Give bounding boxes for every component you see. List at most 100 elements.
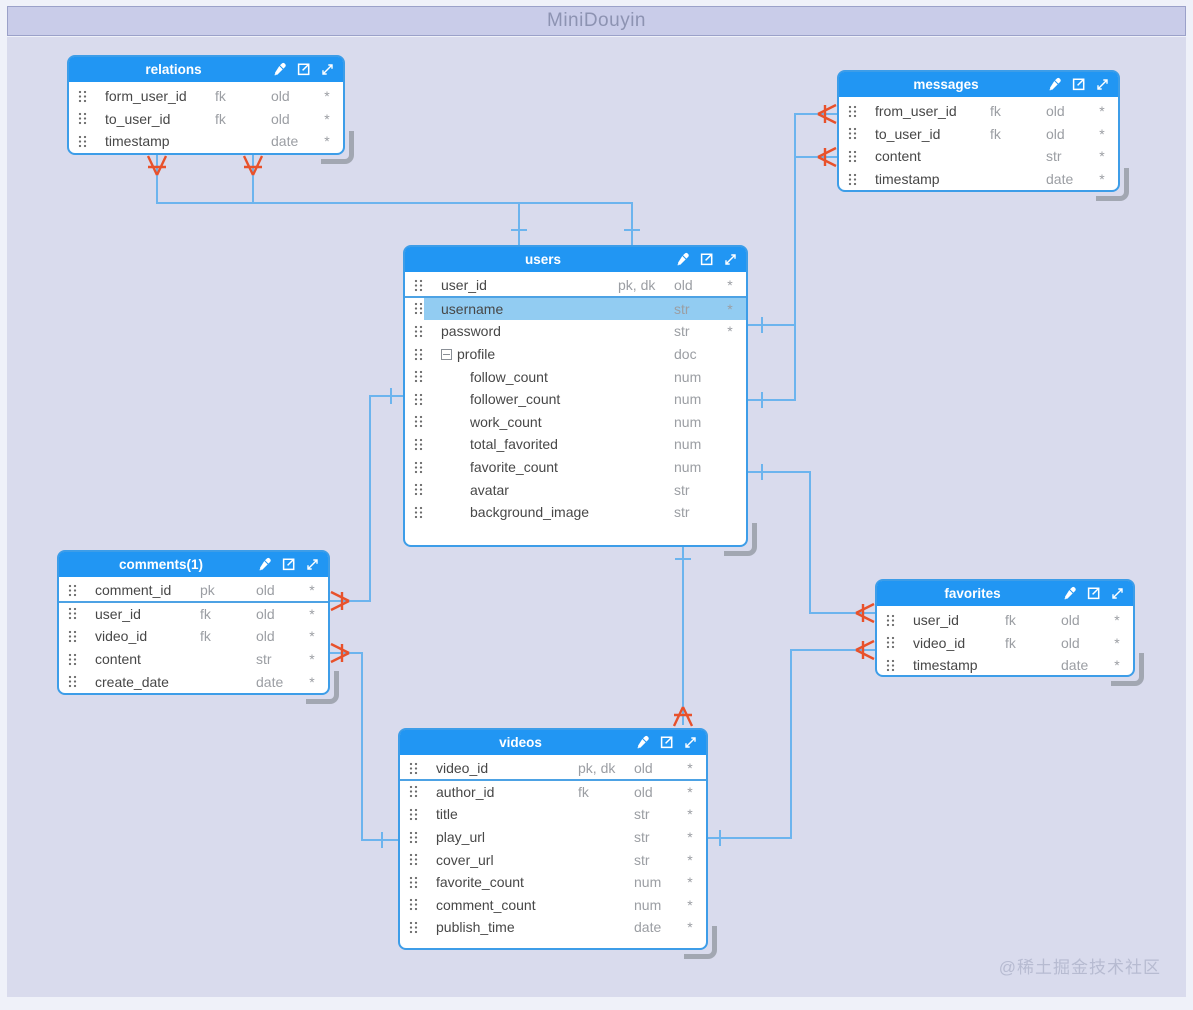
drag-handle-icon[interactable] bbox=[414, 461, 424, 474]
drag-handle-icon[interactable] bbox=[68, 584, 78, 597]
expand-icon[interactable] bbox=[1110, 586, 1125, 601]
drag-handle-icon[interactable] bbox=[886, 614, 896, 627]
drag-handle-icon[interactable] bbox=[409, 898, 419, 911]
drag-handle-icon[interactable] bbox=[414, 415, 424, 428]
expand-icon[interactable] bbox=[305, 557, 320, 572]
table-header-messages[interactable]: messages bbox=[839, 72, 1118, 97]
drag-handle-icon[interactable] bbox=[886, 636, 896, 649]
drag-handle-icon[interactable] bbox=[414, 483, 424, 496]
drag-handle-icon[interactable] bbox=[414, 393, 424, 406]
drag-handle-icon[interactable] bbox=[848, 127, 858, 140]
drag-handle-icon[interactable] bbox=[68, 653, 78, 666]
expand-icon[interactable] bbox=[320, 62, 335, 77]
drag-handle-icon[interactable] bbox=[409, 785, 419, 798]
expand-icon[interactable] bbox=[1095, 77, 1110, 92]
open-in-new-icon[interactable] bbox=[699, 252, 714, 267]
open-in-new-icon[interactable] bbox=[1071, 77, 1086, 92]
drag-handle-icon[interactable] bbox=[414, 325, 424, 338]
collapse-icon[interactable] bbox=[441, 348, 452, 360]
open-in-new-icon[interactable] bbox=[296, 62, 311, 77]
drag-handle-icon[interactable] bbox=[414, 302, 424, 315]
table-header-relations[interactable]: relations bbox=[69, 57, 343, 82]
drag-handle-icon[interactable] bbox=[68, 607, 78, 620]
open-in-new-icon[interactable] bbox=[281, 557, 296, 572]
table-header-favorites[interactable]: favorites bbox=[877, 581, 1133, 606]
color-picker-icon[interactable] bbox=[272, 62, 287, 77]
drag-handle-icon[interactable] bbox=[409, 853, 419, 866]
color-picker-icon[interactable] bbox=[257, 557, 272, 572]
drag-handle-icon[interactable] bbox=[414, 279, 424, 292]
drag-handle-icon[interactable] bbox=[848, 173, 858, 186]
drag-handle-icon[interactable] bbox=[409, 831, 419, 844]
drag-handle-icon[interactable] bbox=[78, 135, 88, 148]
drag-handle-icon[interactable] bbox=[848, 150, 858, 163]
drag-handle-icon[interactable] bbox=[78, 112, 88, 125]
drag-handle-icon[interactable] bbox=[848, 105, 858, 118]
color-picker-icon[interactable] bbox=[1047, 77, 1062, 92]
table-header-videos[interactable]: videos bbox=[400, 730, 706, 755]
color-picker-icon[interactable] bbox=[675, 252, 690, 267]
expand-icon[interactable] bbox=[723, 252, 738, 267]
color-picker-icon[interactable] bbox=[1062, 586, 1077, 601]
open-in-new-icon[interactable] bbox=[1086, 586, 1101, 601]
table-header-comments[interactable]: comments(1) bbox=[59, 552, 328, 577]
table-header-users[interactable]: users bbox=[405, 247, 746, 272]
drag-handle-icon[interactable] bbox=[414, 370, 424, 383]
drag-handle-icon[interactable] bbox=[886, 659, 896, 672]
drag-handle-icon[interactable] bbox=[414, 438, 424, 451]
drag-handle-icon[interactable] bbox=[78, 90, 88, 103]
drag-handle-icon[interactable] bbox=[409, 808, 419, 821]
color-picker-icon[interactable] bbox=[635, 735, 650, 750]
drag-handle-icon[interactable] bbox=[68, 630, 78, 643]
drag-handle-icon[interactable] bbox=[414, 348, 424, 361]
drag-handle-icon[interactable] bbox=[414, 506, 424, 519]
drag-handle-icon[interactable] bbox=[409, 876, 419, 889]
open-in-new-icon[interactable] bbox=[659, 735, 674, 750]
drag-handle-icon[interactable] bbox=[409, 921, 419, 934]
expand-icon[interactable] bbox=[683, 735, 698, 750]
drag-handle-icon[interactable] bbox=[409, 762, 419, 775]
drag-handle-icon[interactable] bbox=[68, 675, 78, 688]
